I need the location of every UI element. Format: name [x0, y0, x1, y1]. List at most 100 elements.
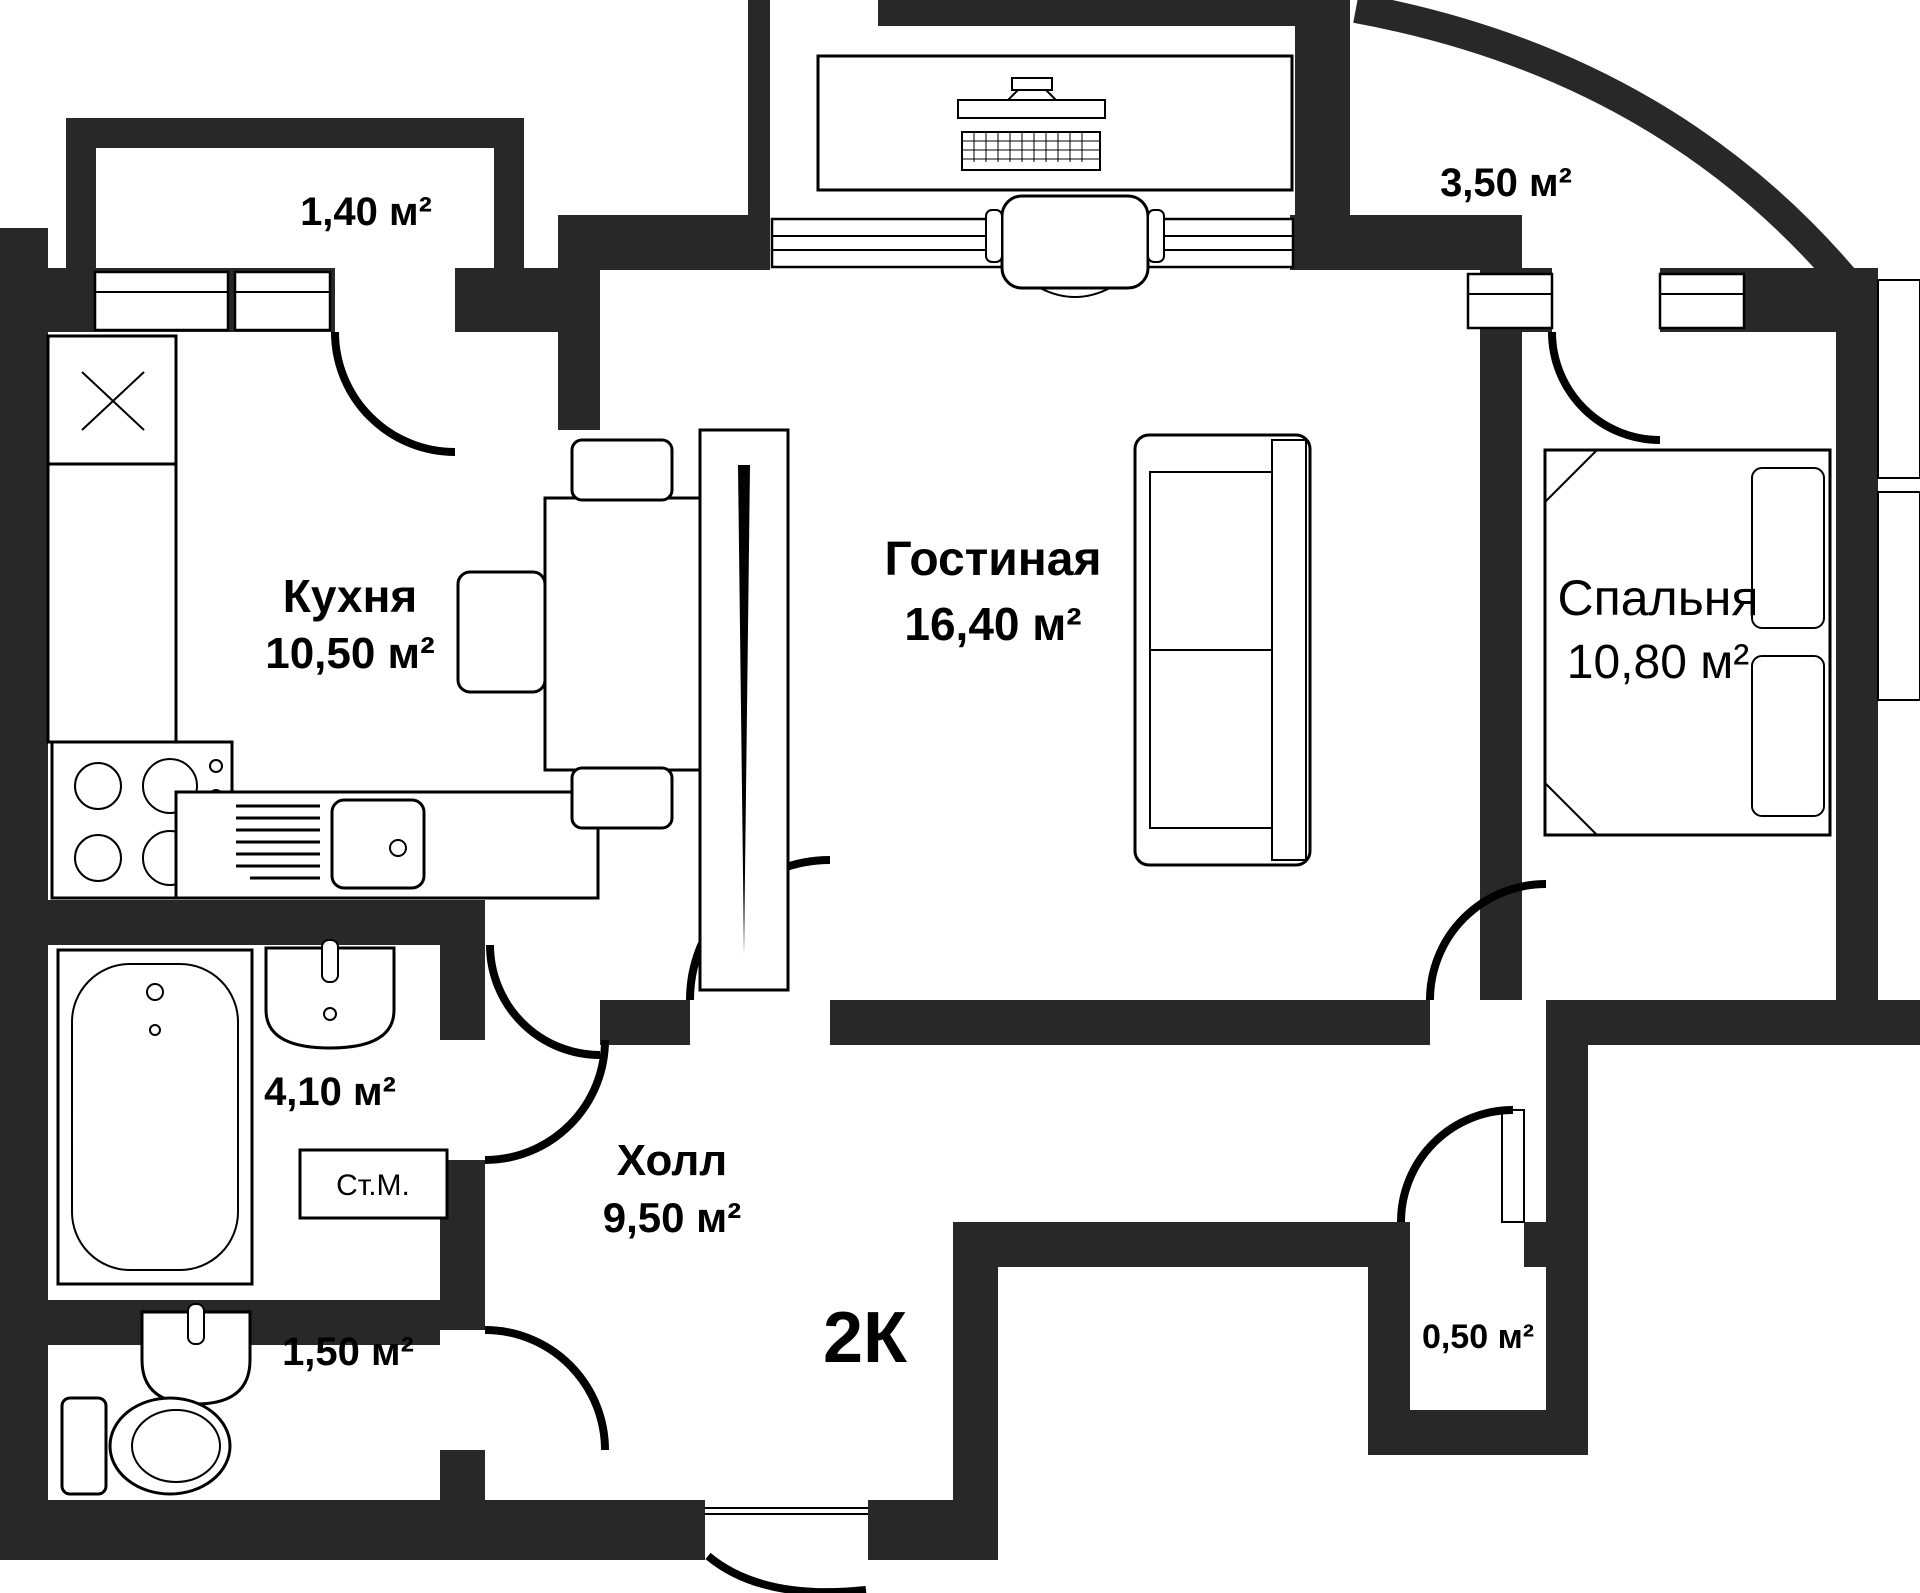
- bed-fold-top: [1544, 449, 1598, 503]
- door-arc-closet: [1397, 1106, 1514, 1223]
- balcony-desk-furniture: [816, 54, 1294, 298]
- door-arc-bedroom-hall: [1426, 880, 1547, 1001]
- wardrobe-top: [1877, 279, 1920, 479]
- bathtub-faucet: [146, 983, 164, 1001]
- wall-hall-step-vert: [953, 1222, 998, 1512]
- wc-bowl-inner: [131, 1409, 221, 1483]
- wall-balcony-left-side-l: [66, 148, 96, 270]
- office-chair-seat: [1000, 194, 1150, 290]
- sofa-cushion-2: [1149, 649, 1273, 829]
- wall-balcony-top-left: [748, 0, 770, 218]
- dining-table: [543, 496, 704, 772]
- pillow-2: [1751, 655, 1825, 817]
- kitchen-area: 10,50 м²: [265, 629, 435, 678]
- wall-bedroom-left: [1480, 215, 1522, 1000]
- wall-closet-right: [1546, 1045, 1588, 1455]
- hall-name: Холл: [617, 1136, 727, 1185]
- stove-burner-3: [74, 834, 122, 882]
- window-bedroom-1: [1466, 272, 1554, 330]
- bathroom-area: 4,10 м²: [264, 1070, 396, 1114]
- kitchen-sink-drain: [389, 839, 407, 857]
- kitchen-name: Кухня: [283, 570, 417, 622]
- bath-sink-faucet: [321, 939, 339, 983]
- window-kitchen-1: [93, 270, 230, 332]
- living-area: 16,40 м²: [904, 598, 1081, 650]
- wall-balcony-left-side-r: [494, 148, 524, 270]
- wall-balcony-curved: [1353, 0, 1870, 306]
- toilet-sink-faucet: [187, 1303, 205, 1345]
- chair-left: [456, 570, 547, 694]
- wall-bath-top: [48, 900, 440, 945]
- stove-burner-1: [74, 762, 122, 810]
- door-arc-entrance: [705, 1552, 867, 1593]
- chair-top: [570, 438, 674, 502]
- tv-screen: [738, 465, 750, 955]
- door-arc-balcony-left-kitchen: [331, 331, 456, 456]
- monitor-screen: [957, 99, 1106, 119]
- wall-bedroom-right: [1836, 270, 1878, 1045]
- wall-living-top-left: [558, 215, 770, 270]
- wc-tank: [60, 1396, 108, 1496]
- wall-south-living-a: [600, 1000, 690, 1045]
- washing-machine: [298, 1148, 449, 1220]
- wall-left-outer: [0, 228, 48, 1560]
- kitchen-sink: [330, 798, 426, 890]
- hall-area: 9,50 м²: [603, 1194, 741, 1241]
- room-labels: 1,40 м² 3,50 м² Кухня 10,50 м² Гостиная …: [264, 161, 1758, 1378]
- sofa-cushion-1: [1149, 471, 1273, 651]
- door-arc-balcony-bedroom: [1548, 331, 1661, 444]
- wall-kitchen-living-stub: [558, 268, 600, 430]
- fridge-x-2: [81, 371, 145, 431]
- window-bedroom-2: [1658, 272, 1746, 330]
- stove-knob-1: [209, 759, 223, 773]
- balcony-left-area: 1,40 м²: [300, 190, 432, 234]
- pillow-1: [1751, 467, 1825, 629]
- sofa-back: [1271, 439, 1307, 861]
- door-gap-bathroom: [440, 1040, 485, 1160]
- wall-south-living-b: [830, 1000, 1430, 1045]
- door-arcs: [331, 331, 1661, 1593]
- toilet-area: 1,50 м²: [282, 1330, 414, 1374]
- wall-bottom-left: [0, 1500, 705, 1560]
- washing-machine-label: Ст.М.: [336, 1169, 410, 1202]
- balcony-right-area: 3,50 м²: [1440, 161, 1572, 205]
- bedroom-furniture: [1543, 279, 1920, 837]
- bedroom-area: 10,80 м²: [1567, 636, 1749, 689]
- living-name: Гостиная: [885, 533, 1102, 586]
- closet-door-leaf: [1501, 1109, 1525, 1223]
- door-arc-bathroom: [484, 1039, 609, 1164]
- bathtub-inner: [71, 963, 239, 1271]
- door-gap-balcony-left: [335, 268, 455, 332]
- wall-balcony-top-top: [878, 0, 1295, 26]
- wall-hall-bottom: [953, 1222, 1410, 1267]
- door-gap-bedroom-balcony: [1552, 268, 1660, 332]
- bed-fold-bottom: [1544, 782, 1598, 836]
- office-chair-base: [1039, 287, 1111, 298]
- bedroom-name: Спальня: [1558, 570, 1759, 626]
- door-arc-kitchen-hall: [486, 944, 601, 1059]
- wardrobe-bottom: [1877, 491, 1920, 701]
- keyboard: [961, 131, 1101, 171]
- closet-area: 0,50 м²: [1422, 1318, 1534, 1356]
- monitor-base: [1011, 77, 1053, 91]
- office-chair-arm-left: [985, 209, 1003, 263]
- chair-bottom: [570, 766, 674, 830]
- drainboard: [236, 804, 320, 880]
- wall-balcony-left-top: [66, 118, 524, 148]
- keyboard-keys: [962, 132, 1100, 162]
- window-kitchen-2: [233, 270, 332, 332]
- kitchen-furniture: [46, 334, 704, 900]
- living-furniture: [698, 428, 1312, 992]
- apartment-type: 2К: [823, 1298, 908, 1378]
- office-chair-arm-right: [1147, 209, 1165, 263]
- bath-sink-drain: [323, 1007, 337, 1021]
- door-gap-entrance: [705, 1500, 868, 1560]
- kitchen-counter-left: [46, 462, 178, 744]
- bathtub-drain: [149, 1024, 161, 1036]
- bath-sink: [264, 946, 396, 1050]
- monitor-stand: [1005, 89, 1059, 101]
- door-gap-toilet: [440, 1330, 485, 1450]
- wall-south-bedroom: [1546, 1000, 1920, 1045]
